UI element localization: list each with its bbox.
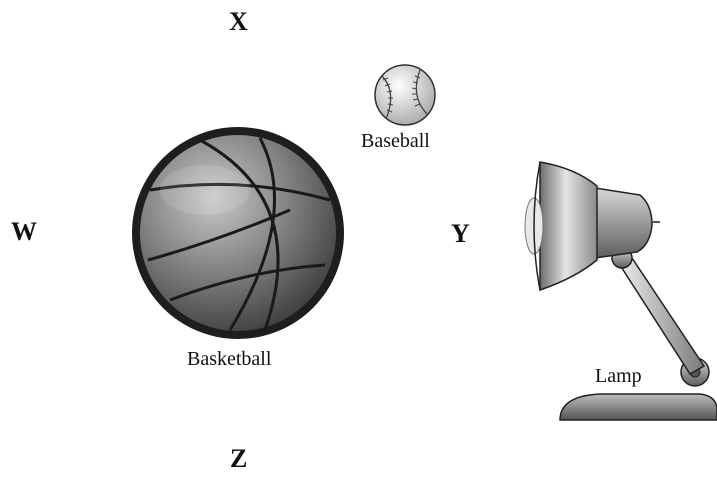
baseball-icon — [374, 64, 436, 126]
direction-label-w: W — [11, 217, 37, 246]
lamp-label: Lamp — [595, 365, 642, 387]
direction-label-y: Y — [451, 219, 470, 248]
basketball-icon — [132, 127, 344, 339]
baseball-label: Baseball — [361, 130, 430, 152]
lamp-icon — [524, 161, 717, 421]
basketball-label: Basketball — [187, 348, 272, 370]
direction-label-x: X — [229, 7, 248, 36]
direction-label-z: Z — [230, 444, 248, 473]
